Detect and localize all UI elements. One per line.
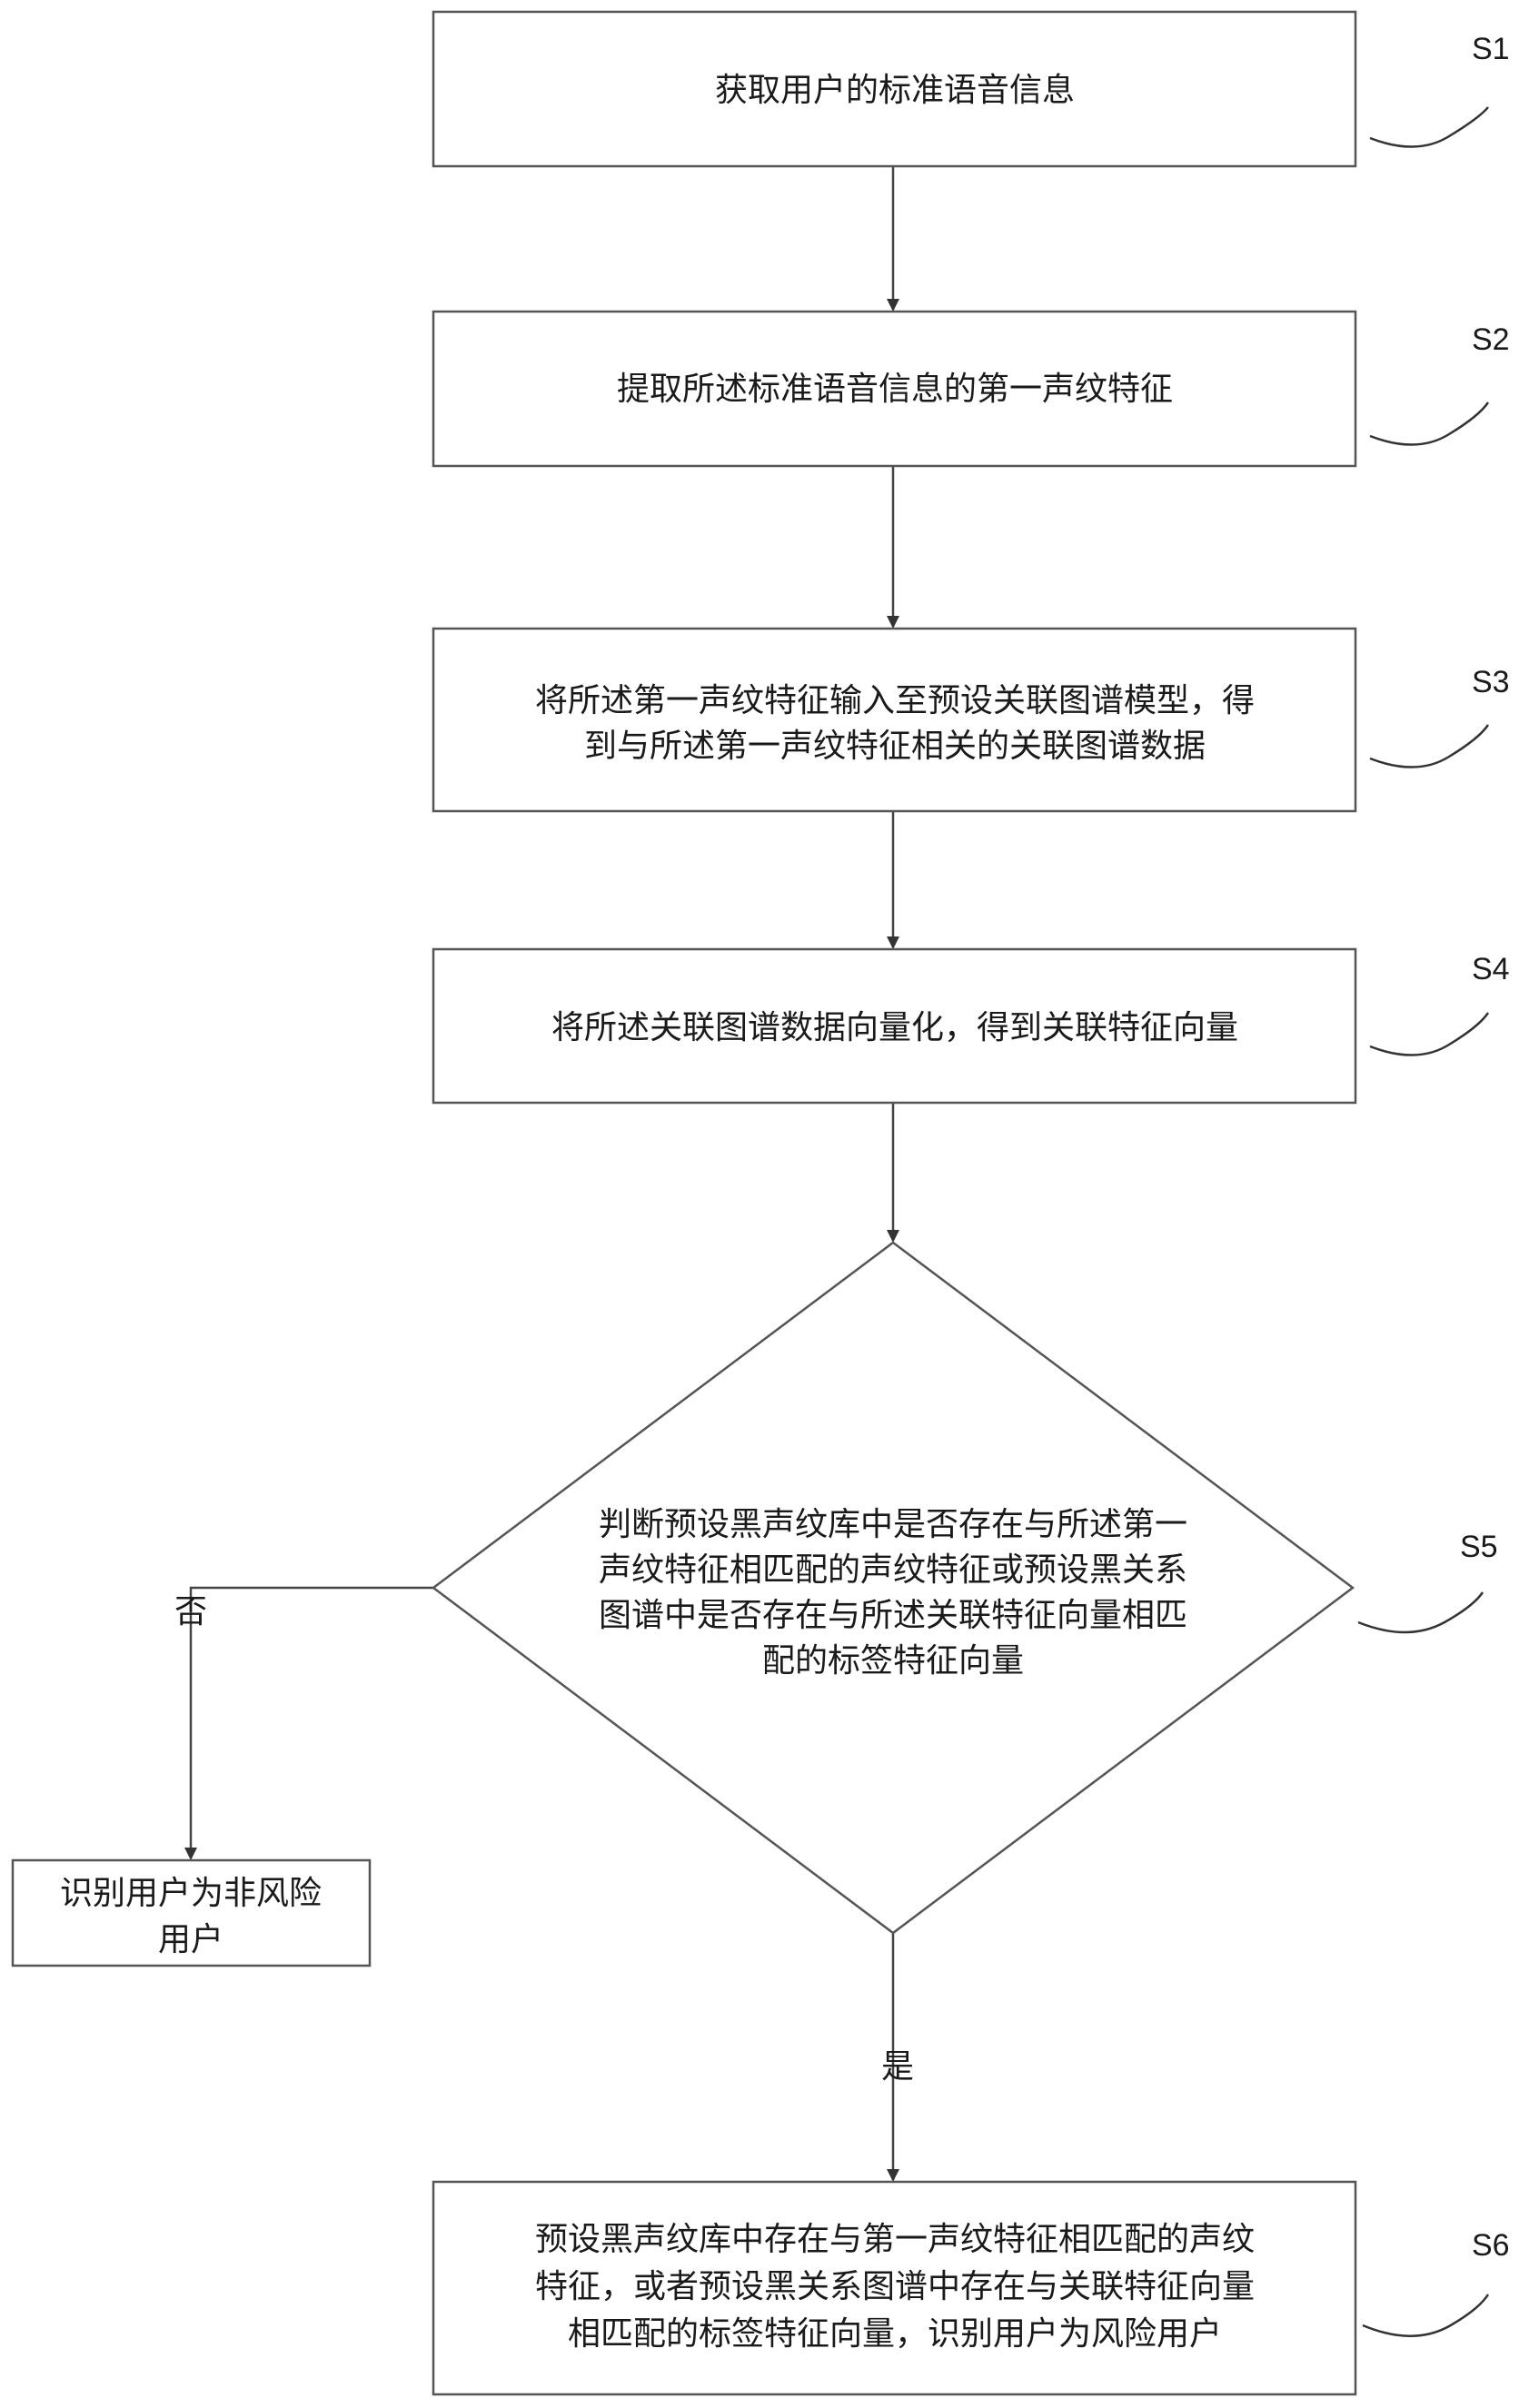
decision-s5-text-line1: 判断预设黑声纹库中是否存在与所述第一 <box>599 1506 1187 1543</box>
step-s4-box <box>432 947 1357 1105</box>
step-s5-label: S5 <box>1460 1530 1498 1564</box>
step-s3-text-line2: 到与所述第一声纹特征相关的关联图谱数据 <box>584 728 1206 765</box>
branch-yes-label: 是 <box>881 2048 914 2086</box>
step-s2-label: S2 <box>1472 322 1510 357</box>
step-s2-text: 提取所述标准语音信息的第一声纹特征 <box>617 371 1173 408</box>
step-s1-callout <box>1369 106 1489 148</box>
result-non-risk-text-line1: 识别用户为非风险 <box>60 1875 322 1912</box>
result-non-risk-box <box>11 1858 372 1967</box>
connector-s5-no-branch <box>184 1586 433 1860</box>
step-s6-text-line3: 相匹配的标签特征向量，识别用户为风险用户 <box>568 2315 1222 2353</box>
step-s4-callout <box>1369 1012 1490 1056</box>
step-s3-label: S3 <box>1472 665 1510 699</box>
decision-s5-diamond <box>431 1241 1355 1935</box>
step-s6-callout <box>1362 2294 1490 2337</box>
step-s3-box <box>432 627 1357 813</box>
step-s1-label: S1 <box>1472 32 1510 66</box>
step-s3-callout <box>1369 724 1490 768</box>
step-s6-text-line2: 特征，或者预设黑关系图谱中存在与关联特征向量 <box>535 2268 1255 2305</box>
decision-s5-text-line4: 配的标签特征向量 <box>762 1642 1024 1680</box>
step-s2: 提取所述标准语音信息的第一声纹特征 <box>432 310 1357 468</box>
step-s1-text: 获取用户的标准语音信息 <box>715 72 1075 109</box>
decision-s5-text-line3: 图谱中是否存在与所述关联特征向量相匹 <box>599 1597 1187 1634</box>
step-s5-callout <box>1357 1591 1484 1634</box>
step-s4-label: S4 <box>1472 952 1510 986</box>
step-s1: 获取用户的标准语音信息 <box>432 10 1357 168</box>
step-s4-text: 将所述关联图谱数据向量化，得到关联特征向量 <box>551 1009 1238 1046</box>
step-s6-text-line1: 预设黑声纹库中存在与第一声纹特征相匹配的声纹 <box>535 2221 1255 2258</box>
decision-s5: 判断预设黑声纹库中是否存在与所述第一 声纹特征相匹配的声纹特征或预设黑关系 图谱… <box>431 1241 1355 1935</box>
step-s4: 将所述关联图谱数据向量化，得到关联特征向量 <box>432 947 1357 1105</box>
step-s6-box <box>432 2180 1357 2396</box>
result-non-risk-text-line2: 用户 <box>158 1921 223 1958</box>
step-s2-callout <box>1369 401 1490 446</box>
step-s1-box <box>432 10 1357 168</box>
decision-s5-text-line2: 声纹特征相匹配的声纹特征或预设黑关系 <box>599 1551 1187 1589</box>
step-s6-label: S6 <box>1472 2228 1510 2263</box>
step-s2-box <box>432 310 1357 468</box>
step-s3: 将所述第一声纹特征输入至预设关联图谱模型，得 到与所述第一声纹特征相关的关联图谱… <box>432 627 1357 813</box>
step-s3-text-line1: 将所述第一声纹特征输入至预设关联图谱模型，得 <box>535 682 1255 719</box>
result-non-risk: 识别用户为非风险 用户 <box>11 1858 372 1967</box>
branch-no-label: 否 <box>174 1593 207 1630</box>
step-s6: 预设黑声纹库中存在与第一声纹特征相匹配的声纹 特征，或者预设黑关系图谱中存在与关… <box>432 2180 1357 2396</box>
